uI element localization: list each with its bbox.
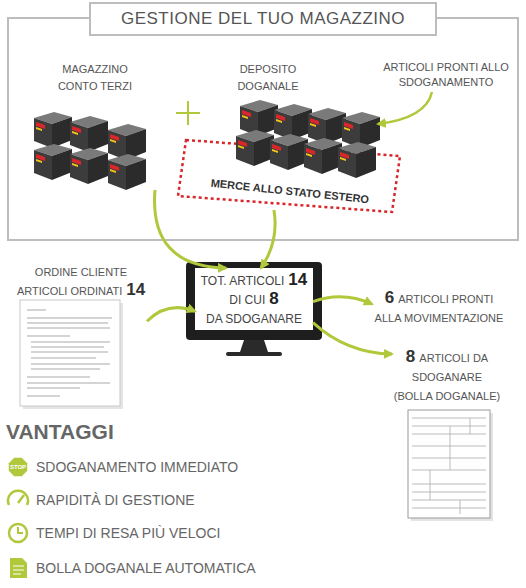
carton — [108, 154, 146, 190]
diagram-title: GESTIONE DEL TUO MAGAZZINO — [90, 3, 436, 35]
document-lines — [27, 310, 112, 396]
advantage-item: TEMPI DI RESA PIÙ VELOCI — [36, 524, 356, 542]
node-text: 14 — [126, 280, 145, 299]
node-text: DEPOSITO DOGANALE — [237, 63, 298, 92]
gauge-needle — [18, 495, 24, 503]
carton — [274, 104, 312, 140]
text-line: ORDINE CLIENTE ARTICOLI ORDINATI14 — [15, 262, 147, 300]
node-text: 14 — [288, 270, 307, 289]
customs-items: 8ARTICOLI DA SDOGANARE (BOLLA DOGANALE) — [392, 348, 502, 404]
gauge-icon — [8, 491, 28, 505]
node-text: DA SDOGANARE — [206, 312, 302, 326]
flow-arrow — [147, 308, 195, 322]
monitor-bezel — [186, 262, 322, 340]
node-text: 8 — [406, 347, 415, 366]
text-line: TOT. ARTICOLI14 — [195, 270, 313, 291]
document-icon-lines — [13, 566, 24, 574]
monitor-stand — [240, 340, 268, 352]
monitor-base — [226, 352, 282, 356]
flow-arrow — [261, 210, 275, 268]
carton — [240, 100, 278, 136]
node-text: ORDINE CLIENTE ARTICOLI ORDINATI — [17, 266, 127, 297]
icon-text: STOP — [8, 463, 28, 471]
callout-text: ARTICOLI PRONTI ALLO SDOGANAMENTO — [376, 60, 516, 90]
node-text: 8 — [269, 289, 278, 308]
leader-arrow — [378, 92, 432, 124]
warehouse-group: MAGAZZINO CONTO TERZI — [20, 58, 170, 190]
text-line: DA SDOGANARE — [195, 308, 313, 329]
flow-arrow — [313, 297, 372, 304]
frame — [8, 18, 518, 240]
node-text: DI CUI — [229, 293, 265, 307]
carton — [70, 116, 108, 152]
text-line: 6ARTICOLI PRONTI ALLA MOVIMENTAZIONE — [372, 289, 506, 327]
plus-sign — [176, 101, 200, 125]
customs-deposit-group: DEPOSITO DOGANALE MERCE ALLO STATO ESTERO — [180, 58, 402, 210]
node-text: MERCE ALLO STATO ESTERO — [210, 177, 369, 206]
customer-order: ORDINE CLIENTE ARTICOLI ORDINATI14 — [15, 262, 147, 408]
clock-icon — [9, 524, 27, 542]
carton — [34, 112, 72, 148]
monitor-display: TOT. ARTICOLI14 DI CUI 8 DA SDOGANARE — [195, 268, 313, 330]
text-line: DEPOSITO DOGANALE — [233, 60, 303, 94]
flow-arrow — [155, 190, 226, 268]
carton — [236, 130, 274, 166]
text-line: 8ARTICOLI DA SDOGANARE (BOLLA DOGANALE) — [392, 348, 502, 405]
node-text: 6 — [385, 288, 394, 307]
carton — [70, 148, 108, 184]
advantage-item: BOLLA DOGANALE AUTOMATICA — [36, 559, 356, 577]
title-box — [90, 3, 436, 35]
carton — [270, 134, 308, 170]
node-text: TOT. ARTICOLI — [201, 274, 285, 288]
node-text: MAGAZZINO CONTO TERZI — [58, 63, 132, 92]
carton — [342, 112, 380, 148]
form-grid — [412, 418, 486, 514]
carton — [304, 138, 342, 174]
clock-hands — [18, 527, 23, 533]
text-line: DI CUI 8 — [195, 289, 313, 310]
advantage-item: SDOGANAMENTO IMMEDIATO — [36, 458, 356, 476]
text-line: MAGAZZINO CONTO TERZI — [53, 60, 137, 94]
carton — [338, 142, 376, 178]
order-document — [20, 300, 120, 406]
document-icon — [10, 558, 27, 578]
customs-form — [408, 410, 490, 518]
monitor-screen — [195, 268, 313, 330]
section-heading: VANTAGGI — [6, 420, 206, 444]
carton — [34, 144, 72, 180]
text-line: MERCE ALLO STATO ESTERO — [190, 173, 390, 209]
ready-items: 6ARTICOLI PRONTI ALLA MOVIMENTAZIONE — [372, 289, 506, 325]
flow-arrow — [313, 323, 392, 355]
carton — [308, 108, 346, 144]
advantage-item: RAPIDITÀ DI GESTIONE — [36, 491, 356, 509]
stop-icon — [9, 458, 27, 476]
